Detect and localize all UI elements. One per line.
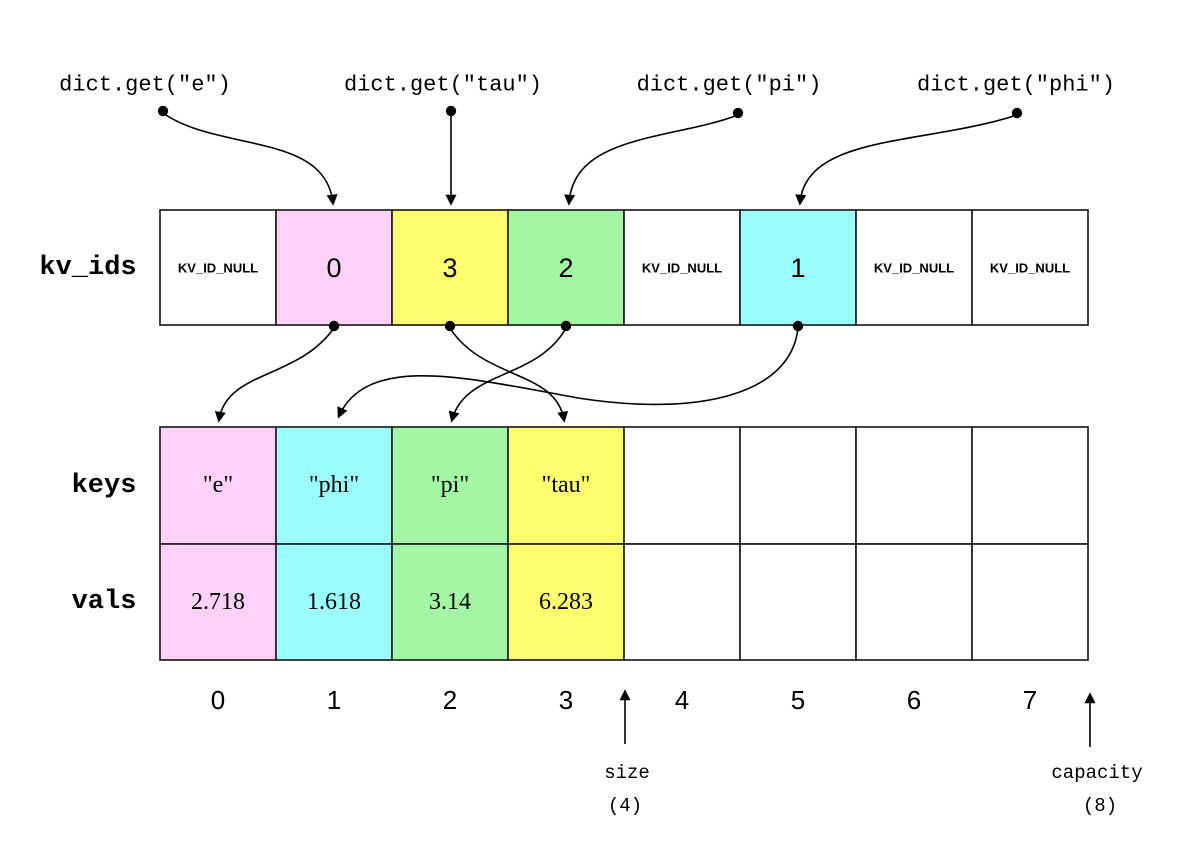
slot1-dot xyxy=(328,320,340,332)
arrow-slot2-to-entry3 xyxy=(449,327,569,423)
kv-ids-row: kv_ids KV_ID_NULL 0 3 2 KV_ID_NULL 1 KV_… xyxy=(39,209,1089,326)
keys-value-3: "tau" xyxy=(542,472,591,498)
keys-cell-4 xyxy=(623,426,741,545)
arrow-slot3-to-entry2 xyxy=(448,327,567,423)
vals-row-label: vals xyxy=(72,587,137,617)
index-label-5: 5 xyxy=(791,685,805,715)
slot3-dot xyxy=(560,320,572,332)
keys-cell-1 xyxy=(275,426,393,545)
kv-ids-value-6: KV_ID_NULL xyxy=(874,261,954,276)
kv-ids-cell-3 xyxy=(507,209,625,326)
query-arrow-e-to-slot1 xyxy=(162,112,338,206)
keys-cell-5 xyxy=(739,426,857,545)
vals-cell-5 xyxy=(739,543,857,661)
index-label-1: 1 xyxy=(327,685,341,715)
kv-ids-cell-7 xyxy=(971,209,1089,326)
size-label: size xyxy=(604,762,650,784)
query-labels: dict.get("e") dict.get("tau") dict.get("… xyxy=(59,73,1115,206)
query-dot-e xyxy=(157,105,169,117)
keys-value-0: "e" xyxy=(203,472,233,498)
index-label-2: 2 xyxy=(443,685,457,715)
slot2-dot xyxy=(444,320,456,332)
vals-value-3: 6.283 xyxy=(539,589,593,615)
index-label-6: 6 xyxy=(907,685,921,715)
kv-ids-row-label: kv_ids xyxy=(39,253,136,283)
vals-cell-1 xyxy=(275,543,393,661)
vals-row: vals 2.718 1.618 3.14 6.283 xyxy=(72,543,1089,661)
capacity-label: capacity xyxy=(1051,762,1142,784)
kv-ids-value-7: KV_ID_NULL xyxy=(990,261,1070,276)
query-label-e: dict.get("e") xyxy=(59,73,231,98)
size-pointer: size (4) xyxy=(604,689,650,817)
index-labels: 0 1 2 3 4 5 6 7 xyxy=(211,685,1037,715)
vals-cell-2 xyxy=(391,543,509,661)
kv-ids-cell-4 xyxy=(623,209,741,326)
index-label-7: 7 xyxy=(1023,685,1037,715)
vals-cell-4 xyxy=(623,543,741,661)
keys-row: keys "e" "phi" "pi" "tau" xyxy=(72,426,1089,545)
query-label-pi: dict.get("pi") xyxy=(637,73,822,98)
query-arrow-pi-to-slot3 xyxy=(564,114,739,206)
keys-value-2: "pi" xyxy=(431,472,469,498)
vals-value-0: 2.718 xyxy=(191,589,245,615)
query-label-tau: dict.get("tau") xyxy=(344,73,542,98)
vals-value-2: 3.14 xyxy=(429,589,471,615)
index-label-3: 3 xyxy=(559,685,573,715)
kv-ids-cell-1 xyxy=(275,209,393,326)
keys-cell-7 xyxy=(971,426,1089,545)
query-dot-tau xyxy=(445,105,457,117)
kv-ids-value-4: KV_ID_NULL xyxy=(642,261,722,276)
slot5-dot xyxy=(792,320,804,332)
index-label-4: 4 xyxy=(675,685,689,715)
kv-ids-value-3: 2 xyxy=(558,253,573,283)
query-arrow-phi-to-slot5 xyxy=(795,114,1018,206)
size-value: (4) xyxy=(608,795,642,817)
vals-value-1: 1.618 xyxy=(307,589,361,615)
index-label-0: 0 xyxy=(211,685,225,715)
keys-row-label: keys xyxy=(72,471,137,501)
kv-ids-value-2: 3 xyxy=(442,253,457,283)
capacity-value: (8) xyxy=(1083,795,1117,817)
keys-cell-6 xyxy=(855,426,973,545)
query-label-phi: dict.get("phi") xyxy=(917,73,1115,98)
arrow-slot1-to-entry0 xyxy=(214,327,335,423)
vals-cell-3 xyxy=(507,543,625,661)
slot-to-entry-arrows xyxy=(214,320,804,423)
keys-cell-3 xyxy=(507,426,625,545)
capacity-pointer: capacity (8) xyxy=(1051,692,1143,817)
kv-ids-value-0: KV_ID_NULL xyxy=(178,261,258,276)
kv-ids-cell-2 xyxy=(391,209,509,326)
vals-cell-6 xyxy=(855,543,973,661)
keys-value-1: "phi" xyxy=(309,472,359,498)
arrow-slot5-to-entry1 xyxy=(337,327,799,419)
vals-cell-7 xyxy=(971,543,1089,661)
kv-ids-value-5: 1 xyxy=(790,253,805,283)
kv-ids-value-1: 0 xyxy=(326,253,341,283)
kv-ids-cell-6 xyxy=(855,209,973,326)
